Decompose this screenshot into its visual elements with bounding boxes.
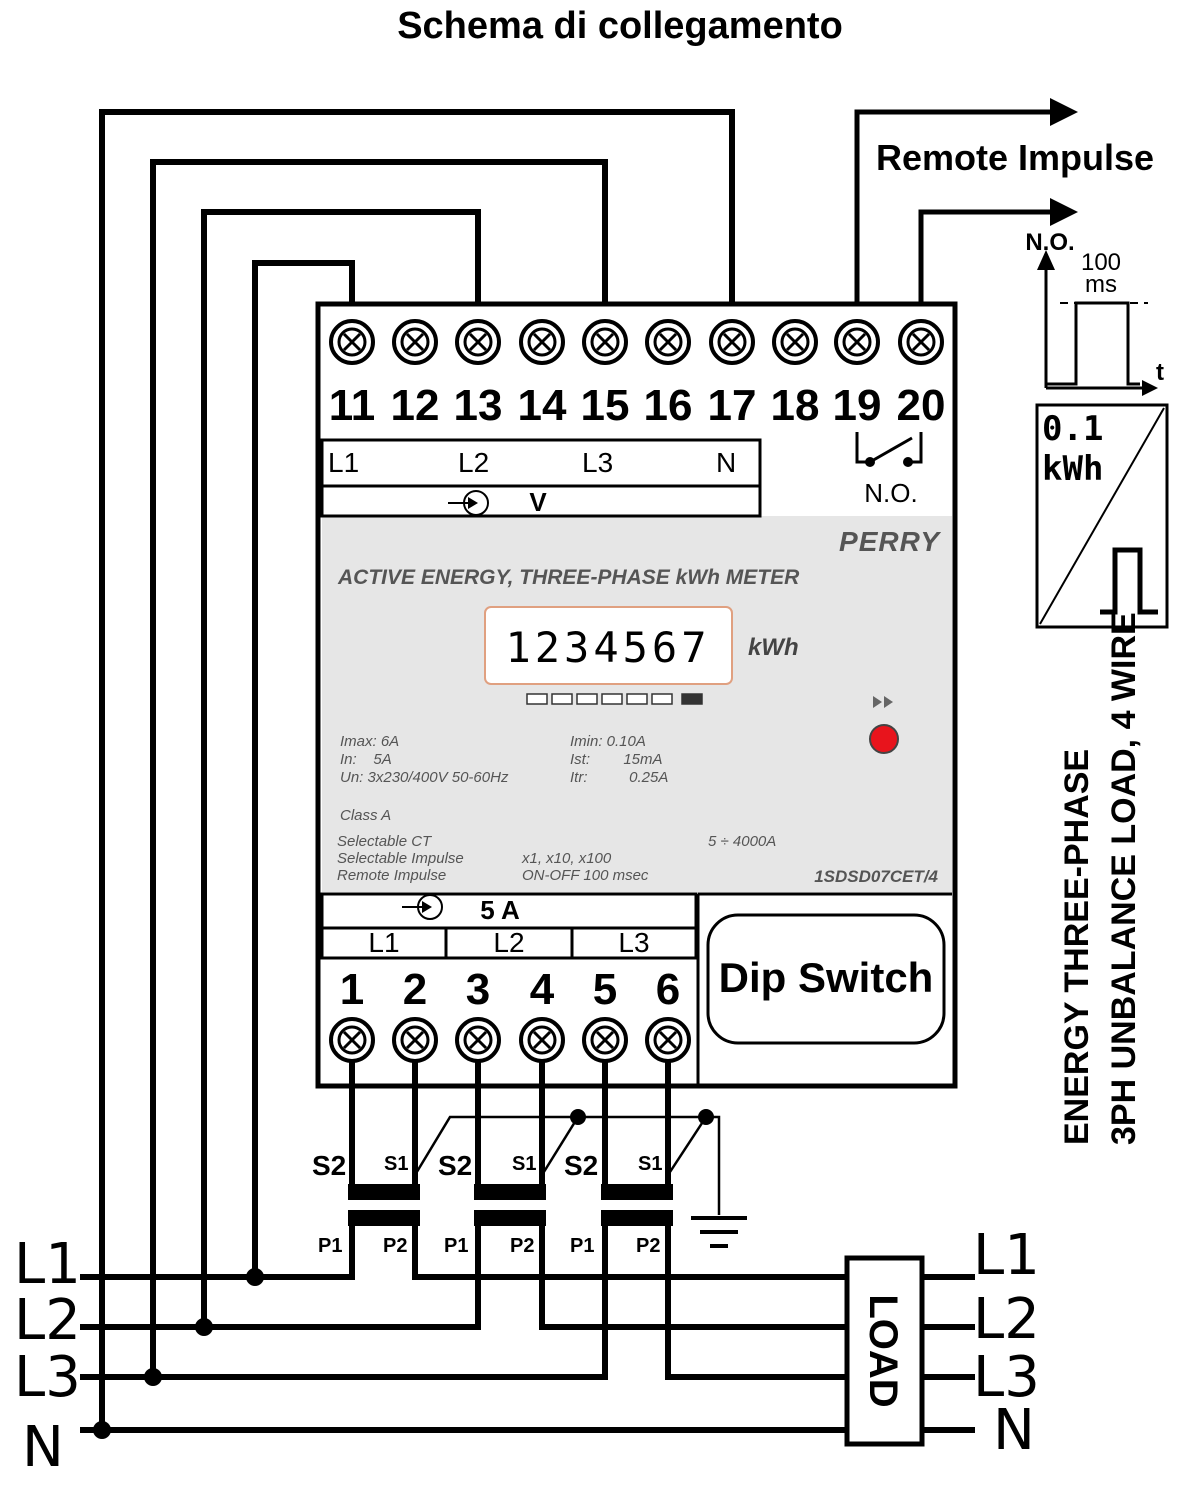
ct-s1-label: S1	[512, 1153, 536, 1175]
pulse-value-unit: kWh	[1042, 449, 1103, 489]
line-label-left: L1	[14, 1232, 81, 1297]
top-terminal-numbers: 11 12 13 14 15 16 17 18 19 20	[329, 381, 946, 430]
line-label-right: N	[993, 1398, 1035, 1463]
load-box	[844, 1255, 925, 1447]
voltage-label: L1	[328, 447, 359, 478]
ct-s1-label: S1	[638, 1153, 662, 1175]
voltage-label: N	[716, 447, 736, 478]
digit-indicator	[526, 693, 703, 705]
meter-heading: ACTIVE ENERGY, THREE-PHASE kWh METER	[337, 566, 800, 589]
terminal-number: 5	[593, 965, 617, 1014]
terminal-number: 13	[454, 381, 503, 430]
voltage-label: L2	[458, 447, 489, 478]
ct-p2-label: P2	[383, 1235, 407, 1257]
terminal-number: 14	[518, 381, 567, 430]
pulse-duration-label: 100	[1081, 249, 1121, 276]
current-sensor-icon	[402, 894, 443, 920]
voltage-symbol: V	[529, 487, 547, 517]
terminal-number: 15	[581, 381, 630, 430]
voltage-feed-wires	[99, 109, 735, 1430]
relay-label: N.O.	[864, 478, 917, 508]
terminal-number: 2	[403, 965, 427, 1014]
pulse-led	[869, 724, 899, 754]
spec-selectable-ct: Selectable CT	[337, 833, 433, 850]
spec-in: In: 5A	[340, 751, 392, 768]
display-unit: kWh	[748, 634, 799, 661]
arrow-right-icon	[1142, 380, 1158, 396]
junction-dots	[93, 1268, 264, 1439]
voltage-label: L3	[582, 447, 613, 478]
remote-impulse-label: Remote Impulse	[876, 137, 1154, 178]
voltage-sensor-icon	[448, 490, 489, 516]
pulse-value: 0.1	[1042, 409, 1103, 449]
power-lines	[80, 1226, 975, 1433]
pulse-graph	[1044, 265, 1150, 390]
line-label-right: L1	[973, 1223, 1040, 1288]
fast-forward-icon	[873, 696, 893, 708]
pulse-time-label: t	[1156, 359, 1164, 386]
display-reading: 1234567	[505, 623, 710, 672]
spec-un: Un: 3x230/400V 50-60Hz	[340, 769, 509, 786]
dip-switch-box	[706, 913, 946, 1045]
line-label-left: N	[22, 1415, 64, 1480]
terminal-number: 18	[771, 381, 820, 430]
ct-p2-label: P2	[636, 1235, 660, 1257]
line-label-right: L3	[973, 1345, 1040, 1410]
terminal-number: 16	[644, 381, 693, 430]
ct-s2-label: S2	[438, 1150, 472, 1181]
spec-ct-range: 5 ÷ 4000A	[708, 833, 776, 850]
line-label-left: L3	[14, 1345, 81, 1410]
spec-impulse-values: x1, x10, x100	[521, 850, 612, 867]
side-text-line1: ENERGY THREE-PHASE	[1058, 749, 1096, 1145]
spec-selectable-impulse: Selectable Impulse	[337, 850, 464, 867]
ct-s1-label: S1	[384, 1153, 408, 1175]
terminal-number: 20	[897, 381, 946, 430]
meter-display	[484, 606, 733, 685]
current-label: L1	[368, 927, 399, 958]
ct-s2-label: S2	[312, 1150, 346, 1181]
arrow-right-icon	[1050, 198, 1078, 226]
spec-impulse-timing: ON-OFF 100 msec	[522, 867, 649, 884]
ct-p2-label: P2	[510, 1235, 534, 1257]
arrow-up-icon	[1037, 250, 1055, 270]
current-rating: 5 A	[480, 895, 520, 925]
spec-remote-impulse: Remote Impulse	[337, 867, 446, 884]
ground-icon	[691, 1216, 747, 1248]
dip-switch-label: Dip Switch	[719, 954, 934, 1001]
ct-p1-label: P1	[318, 1235, 342, 1257]
ct-p1-label: P1	[444, 1235, 468, 1257]
line-label-right: L2	[973, 1287, 1040, 1352]
terminal-number: 17	[708, 381, 757, 430]
spec-class: Class A	[340, 807, 391, 824]
terminal-number: 19	[833, 381, 882, 430]
arrow-right-icon	[1050, 98, 1078, 126]
current-transformers	[348, 1184, 673, 1226]
spec-imin: Imin: 0.10A	[570, 733, 646, 750]
model-number: 1SDSD07CET/4	[814, 867, 938, 886]
current-label: L2	[493, 927, 524, 958]
pulse-value-box	[1035, 403, 1169, 629]
pulse-unit-label: ms	[1085, 271, 1117, 298]
terminal-number: 6	[656, 965, 680, 1014]
diagram-title: Schema di collegamento	[397, 5, 843, 47]
terminal-number: 11	[329, 381, 376, 430]
terminal-number: 1	[340, 965, 364, 1014]
spec-itr: Itr: 0.25A	[570, 769, 668, 786]
side-text-line2: 3PH UNBALANCE LOAD, 4 WIRE	[1105, 612, 1143, 1145]
current-label: L3	[618, 927, 649, 958]
pulse-no-label: N.O.	[1025, 229, 1074, 256]
ct-secondary-wires	[349, 1062, 671, 1185]
ct-s2-label: S2	[564, 1150, 598, 1181]
ct-p1-label: P1	[570, 1235, 594, 1257]
brand-logo: PERRY	[839, 526, 941, 557]
spec-ist: Ist: 15mA	[570, 751, 663, 768]
line-label-left: L2	[14, 1288, 81, 1353]
remote-impulse-wires	[854, 109, 1055, 320]
terminal-number: 4	[530, 965, 555, 1014]
terminal-number: 3	[466, 965, 490, 1014]
terminal-number: 12	[391, 381, 440, 430]
spec-imax: Imax: 6A	[340, 733, 399, 750]
load-label: LOAD	[861, 1294, 905, 1407]
